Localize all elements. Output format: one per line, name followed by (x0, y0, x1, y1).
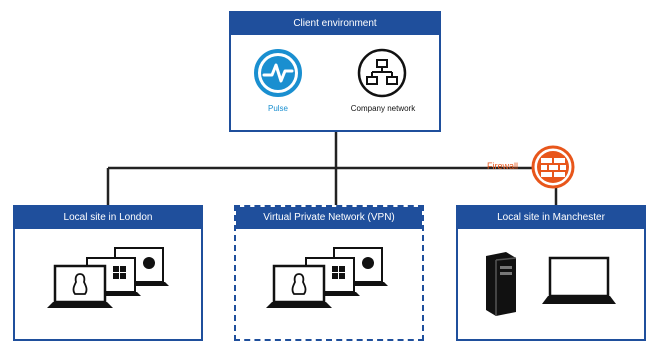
company-network-label: Company network (350, 104, 416, 113)
network-icon (357, 48, 407, 98)
vpn-title: Virtual Private Network (VPN) (236, 207, 422, 229)
server-tower-icon (486, 252, 517, 316)
vpn-box: Virtual Private Network (VPN) (234, 205, 424, 341)
pulse-label: Pulse (267, 104, 288, 113)
manchester-site-title: Local site in Manchester (458, 207, 644, 229)
client-environment-title: Client environment (231, 13, 439, 35)
linux-windows-apple-laptops-icon (266, 247, 388, 308)
london-site-title: Local site in London (15, 207, 201, 229)
linux-windows-apple-laptops-icon (47, 247, 169, 308)
laptop-icon (542, 256, 616, 304)
pulse-logo-icon (254, 49, 302, 97)
firewall-label: Firewall (487, 161, 519, 171)
firewall-brick-icon (531, 145, 575, 189)
